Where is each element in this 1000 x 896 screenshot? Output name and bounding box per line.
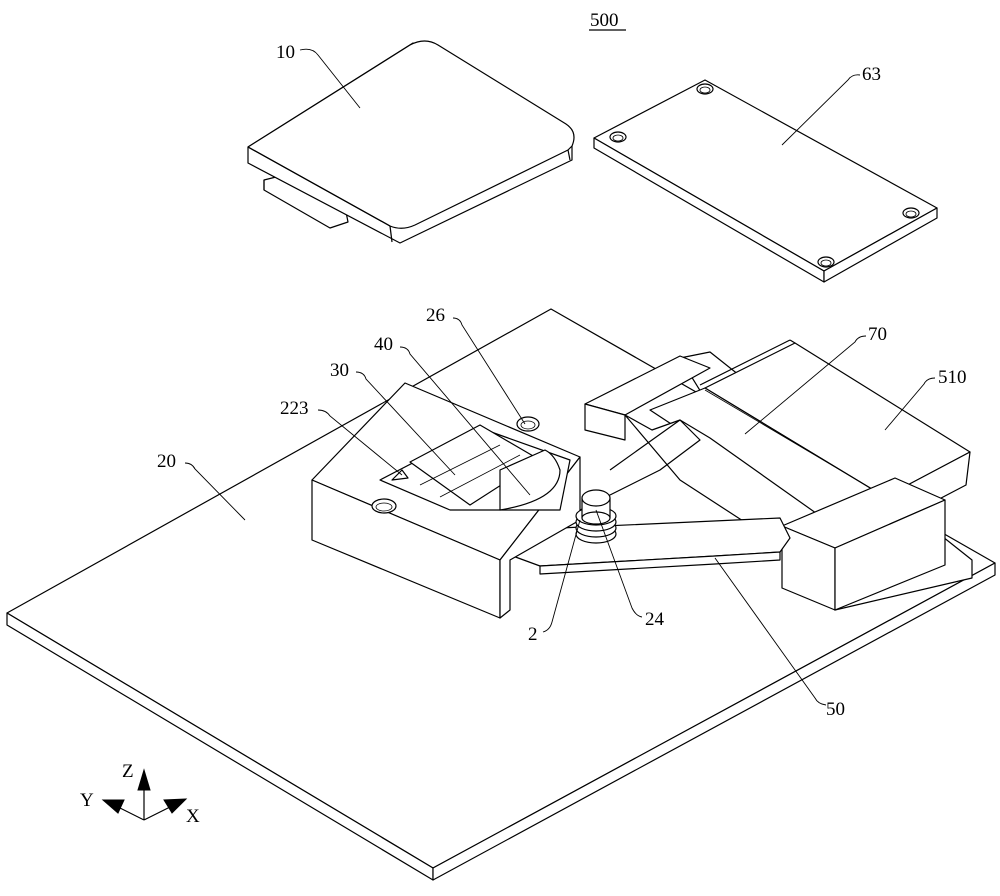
label-26: 26	[426, 305, 445, 326]
axis-label-y: Y	[80, 790, 94, 811]
label-30: 30	[330, 360, 349, 381]
spring-pin-24	[575, 489, 617, 544]
label-2: 2	[528, 624, 538, 645]
reference-labels: 10 63 26 40 30 223 20 70 510 2 24 50	[157, 42, 967, 720]
axis-label-x: X	[186, 806, 200, 827]
coordinate-axes: Z Y X	[80, 761, 200, 827]
z-axis-arrow	[137, 768, 151, 791]
cover-part-10	[247, 40, 575, 244]
rail-end-block	[781, 477, 946, 611]
label-50: 50	[826, 699, 845, 720]
label-20: 20	[157, 451, 176, 472]
label-510: 510	[938, 367, 967, 388]
label-223: 223	[280, 398, 309, 419]
label-24: 24	[645, 609, 665, 630]
y-axis-arrow	[101, 799, 125, 814]
label-63: 63	[862, 64, 881, 85]
label-40: 40	[374, 334, 393, 355]
label-10: 10	[276, 42, 295, 63]
x-axis-arrow	[163, 798, 188, 814]
assembly-number: 500	[590, 10, 619, 31]
plate-63	[593, 79, 938, 283]
holder-block	[311, 382, 581, 619]
axis-label-z: Z	[122, 761, 134, 782]
leader-lines	[184, 48, 936, 706]
label-70: 70	[868, 324, 887, 345]
block-70	[584, 355, 831, 546]
